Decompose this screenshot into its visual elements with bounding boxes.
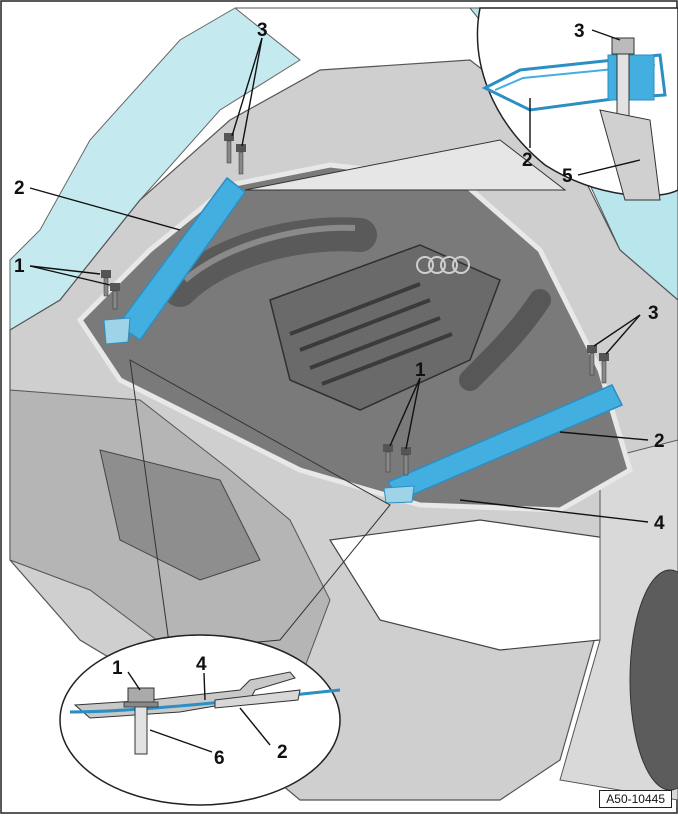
callout-1-center: 1 <box>415 360 426 381</box>
bracket-center <box>383 485 415 504</box>
brand-rings-icon <box>416 256 470 274</box>
bolt-icon-right-2 <box>599 353 609 384</box>
callout-4-right: 4 <box>654 513 665 534</box>
intake-pipe <box>163 217 377 307</box>
bolt-icon-top-2 <box>236 144 246 175</box>
callout-2-left: 2 <box>14 178 25 199</box>
callouts: 2 1 3 1 3 2 4 3 2 5 1 4 2 6 <box>14 20 665 769</box>
detail-top-bracket <box>607 54 655 101</box>
callout-1-detail: 1 <box>112 658 123 679</box>
bolt-icon-center-2 <box>401 447 411 476</box>
detail-bottom-plate <box>214 689 301 709</box>
bolt-icon-left-1 <box>101 270 111 297</box>
bay-rim <box>76 162 633 513</box>
intake-pipe-highlight <box>183 224 356 283</box>
callout-3-top-center: 3 <box>257 20 268 41</box>
detail-bottom-cone <box>129 359 391 651</box>
bolt-icon-left-2 <box>110 283 120 310</box>
callout-4-detail: 4 <box>196 654 207 675</box>
bolt-icon-center-1 <box>383 444 393 473</box>
engine-cover <box>269 244 501 411</box>
hose-right <box>459 289 551 391</box>
callout-2-right: 2 <box>654 431 665 452</box>
detail-bottom-bolt-icon <box>123 687 159 755</box>
callout-5-top-detail: 5 <box>562 166 573 187</box>
callout-3-right: 3 <box>648 303 659 324</box>
bracket-left <box>103 317 131 345</box>
callout-2-top-detail: 2 <box>522 150 533 171</box>
callout-3-top-detail: 3 <box>574 21 585 42</box>
callout-1-left: 1 <box>14 256 25 277</box>
callout-2-bottom-detail: 2 <box>277 742 288 763</box>
detail-top-body <box>599 109 661 201</box>
bolt-icon-top-1 <box>224 133 234 164</box>
callout-6-detail: 6 <box>214 748 225 769</box>
crossbar-left-icon <box>116 176 247 342</box>
leader-lines <box>29 29 649 753</box>
reference-code: A50-10445 <box>599 790 672 808</box>
detail-top-cone <box>244 139 567 191</box>
radiator-grille <box>99 449 261 581</box>
engine-cover-ribs <box>289 282 453 386</box>
bolt-icon-right-1 <box>587 345 597 376</box>
